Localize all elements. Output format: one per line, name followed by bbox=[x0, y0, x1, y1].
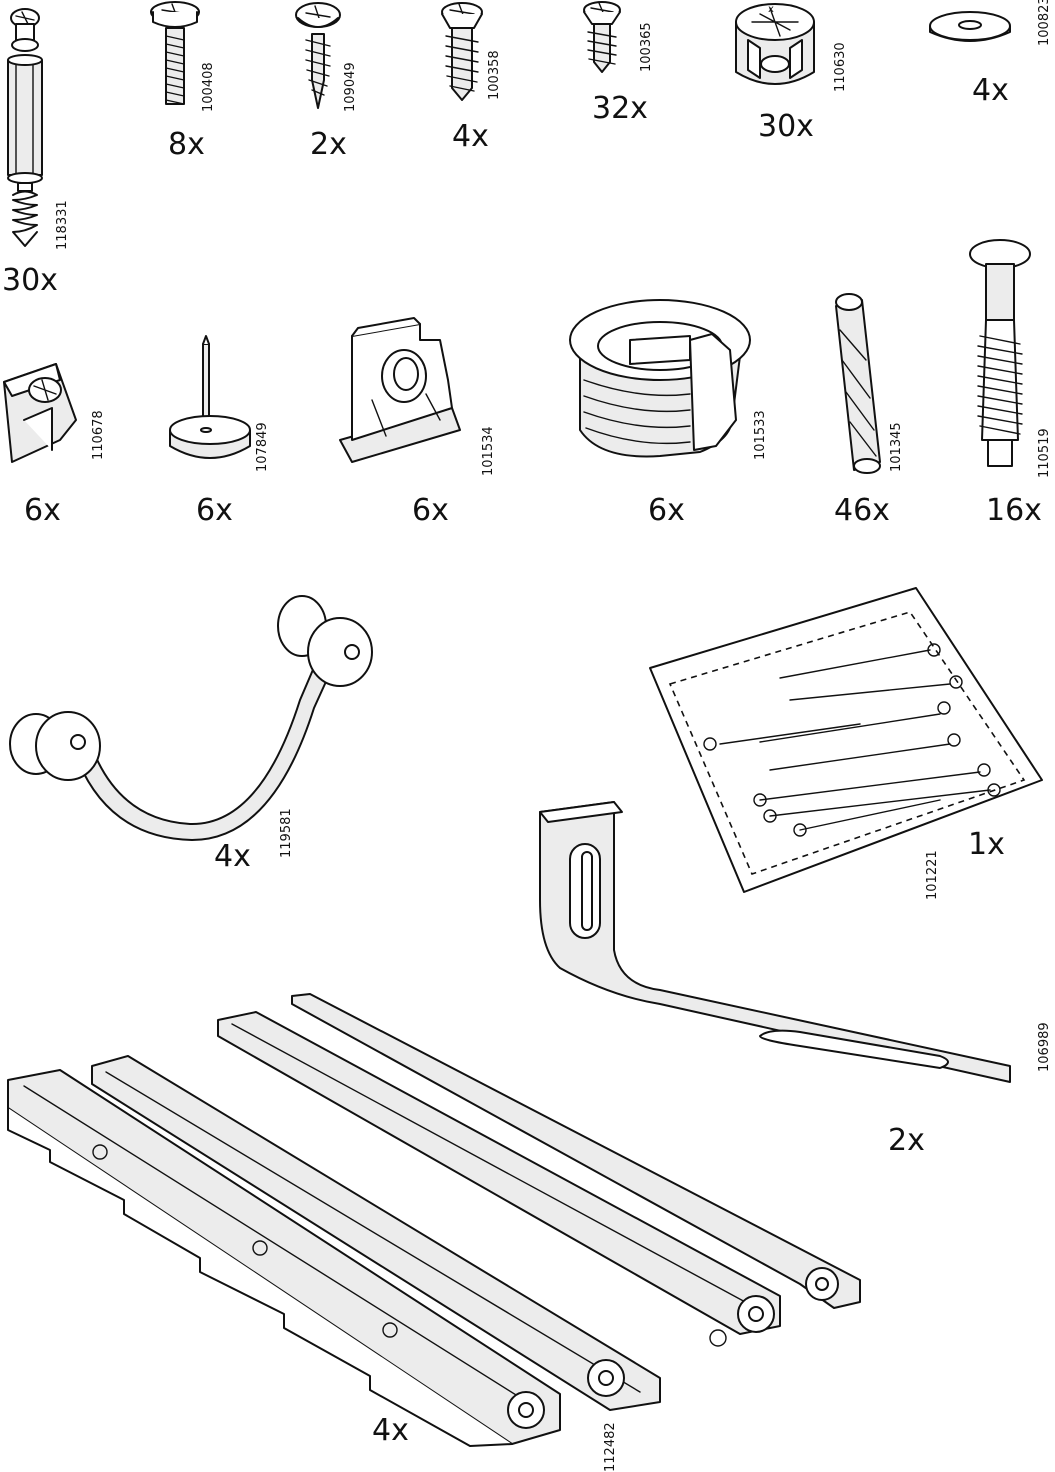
part-code-100408: 100408 bbox=[201, 62, 216, 112]
part-qty-112482: 4x bbox=[372, 1413, 409, 1448]
part-qty-101533: 6x bbox=[648, 493, 685, 528]
part-qty-100365: 32x bbox=[592, 91, 648, 126]
part-code-100365: 100365 bbox=[639, 22, 654, 72]
part-qty-101534: 6x bbox=[412, 493, 449, 528]
corner-clip-icon bbox=[3, 363, 77, 463]
part-code-118331: 118331 bbox=[55, 200, 70, 250]
svg-text:x: x bbox=[768, 4, 774, 15]
part-code-100358: 100358 bbox=[487, 50, 502, 100]
part-qty-107849: 6x bbox=[196, 493, 233, 528]
part-qty-100408: 8x bbox=[168, 127, 205, 162]
part-code-106989: 106989 bbox=[1037, 1022, 1052, 1072]
washer-icon bbox=[929, 11, 1011, 42]
machine-screw-icon bbox=[150, 1, 200, 105]
part-qty-119581: 4x bbox=[214, 839, 251, 874]
shelf-support-icon bbox=[339, 317, 461, 463]
part-qty-118331: 30x bbox=[2, 263, 58, 298]
nail-bag-icon bbox=[649, 587, 1043, 893]
short-screw-icon bbox=[583, 1, 621, 73]
cam-lock-icon: x bbox=[735, 3, 815, 85]
part-qty-110519: 16x bbox=[986, 493, 1042, 528]
wood-screw-icon bbox=[295, 2, 341, 109]
part-code-100823: 100823 bbox=[1037, 0, 1052, 46]
part-qty-101345: 46x bbox=[834, 493, 890, 528]
part-code-101345: 101345 bbox=[889, 422, 904, 472]
part-code-119581: 119581 bbox=[279, 808, 294, 858]
wood-dowel-icon bbox=[835, 293, 881, 474]
part-qty-110678: 6x bbox=[24, 493, 61, 528]
expansion-dowel-icon bbox=[969, 239, 1031, 467]
part-code-101533: 101533 bbox=[753, 410, 768, 460]
part-code-110519: 110519 bbox=[1037, 428, 1052, 478]
nail-glide-icon bbox=[169, 335, 251, 459]
part-qty-101221: 1x bbox=[968, 827, 1005, 862]
part-code-112482: 112482 bbox=[603, 1422, 618, 1472]
part-qty-100823: 4x bbox=[972, 73, 1009, 108]
part-code-101221: 101221 bbox=[925, 850, 940, 900]
cam-dowel-bolt-icon bbox=[7, 8, 43, 247]
part-qty-106989: 2x bbox=[888, 1123, 925, 1158]
drawer-runner-icon bbox=[7, 993, 861, 1447]
knob-handle-icon bbox=[9, 595, 373, 841]
part-code-110630: 110630 bbox=[833, 42, 848, 92]
angle-bracket-icon bbox=[539, 801, 1011, 1083]
part-code-101534: 101534 bbox=[481, 426, 496, 476]
chipboard-screw-icon bbox=[441, 2, 483, 101]
part-code-107849: 107849 bbox=[255, 422, 270, 472]
part-qty-110630: 30x bbox=[758, 109, 814, 144]
part-code-110678: 110678 bbox=[91, 410, 106, 460]
part-qty-100358: 4x bbox=[452, 119, 489, 154]
plug-bushing-icon bbox=[569, 299, 751, 458]
part-code-109049: 109049 bbox=[343, 62, 358, 112]
part-qty-109049: 2x bbox=[310, 127, 347, 162]
